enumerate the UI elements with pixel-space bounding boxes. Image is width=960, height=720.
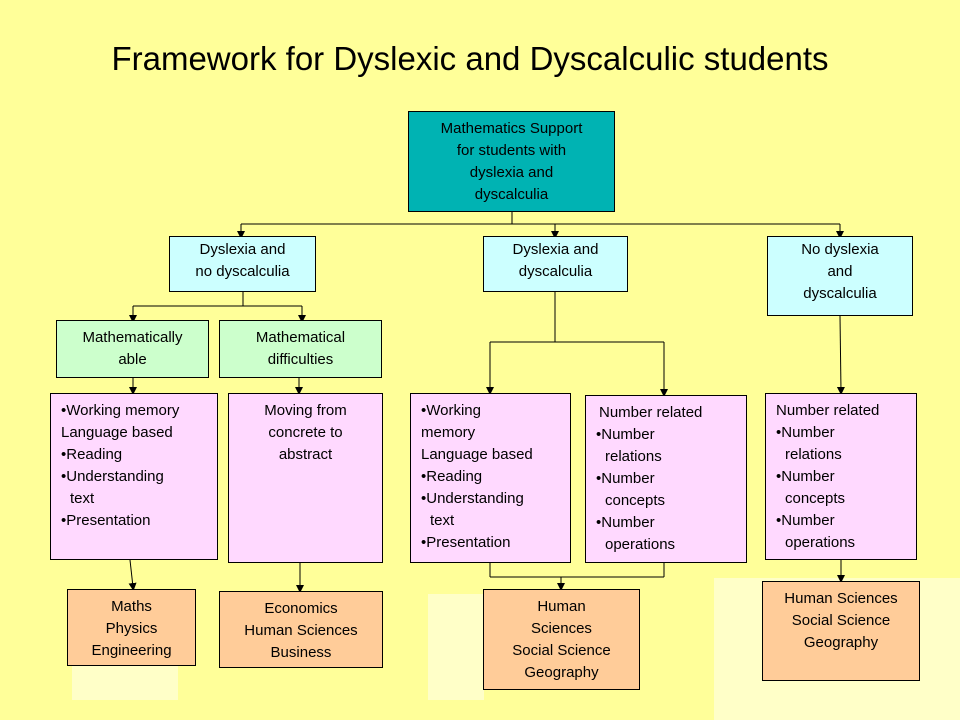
outcome-economics-business: Economics Human Sciences Business: [219, 591, 383, 668]
detail-item: •Understanding: [61, 468, 164, 485]
detail-item: •Presentation: [61, 512, 151, 529]
outcome-human-sciences-social-geography: Human Sciences Social Science Geography: [762, 581, 920, 681]
detail-item: •Number: [776, 512, 835, 529]
mathematical-difficulties-box: Mathematical difficulties: [219, 320, 382, 378]
detail-item: •Presentation: [421, 534, 511, 551]
background-patch: [72, 660, 178, 700]
detail-item: •Working memory: [61, 402, 180, 419]
mathematically-able-box: Mathematically able: [56, 320, 209, 378]
detail-item: text: [430, 512, 455, 529]
detail-item: concepts: [785, 490, 846, 507]
detail-item: •Number: [596, 426, 655, 443]
detail-item: •Reading: [61, 446, 123, 463]
detail-item: relations: [605, 448, 662, 465]
outcome-maths-physics-engineering: Maths Physics Engineering: [67, 589, 196, 666]
page-title: Framework for Dyslexic and Dyscalculic s…: [111, 40, 829, 77]
detail-item: operations: [605, 536, 676, 553]
root-box: Mathematics Support for students with dy…: [408, 111, 615, 212]
outcome-human-sciences: Human Sciences Social Science Geography: [483, 589, 640, 690]
detail-item: relations: [785, 446, 842, 463]
detail-item: concepts: [605, 492, 666, 509]
detail-item: Language based: [61, 424, 173, 441]
detail-item: •Number: [776, 424, 835, 441]
detail-item: •Number: [776, 468, 835, 485]
detail-item: •Understanding: [421, 490, 524, 507]
no-dyslexia-and-dyscalculia-box: No dyslexia and dyscalculia: [767, 236, 913, 316]
detail-item: •Number: [596, 470, 655, 487]
detail-item: •Number: [596, 514, 655, 531]
detail-box-concrete-to-abstract: Moving from concrete to abstract: [228, 393, 383, 563]
detail-box-working-memory-dyscalculia: •Working memory Language based •Reading …: [410, 393, 571, 563]
detail-box-number-related: Number related •Number relations •Number…: [765, 393, 917, 560]
dyslexia-and-dyscalculia-box: Dyslexia and dyscalculia: [483, 236, 628, 292]
detail-item: text: [70, 490, 95, 507]
detail-item: Language based: [421, 446, 533, 463]
detail-item: Number related: [599, 404, 703, 421]
detail-item: memory: [421, 424, 476, 441]
detail-item: •Working: [421, 402, 481, 419]
detail-box-working-memory: •Working memory Language based •Reading …: [50, 393, 218, 560]
dyslexia-no-dyscalculia-box: Dyslexia and no dyscalculia: [169, 236, 316, 292]
detail-item: Number related: [776, 402, 880, 419]
detail-item: •Reading: [421, 468, 483, 485]
background-patch: [428, 594, 484, 700]
detail-item: operations: [785, 534, 856, 551]
detail-box-number-related-dyscalculia: Number related •Number relations •Number…: [585, 395, 747, 563]
